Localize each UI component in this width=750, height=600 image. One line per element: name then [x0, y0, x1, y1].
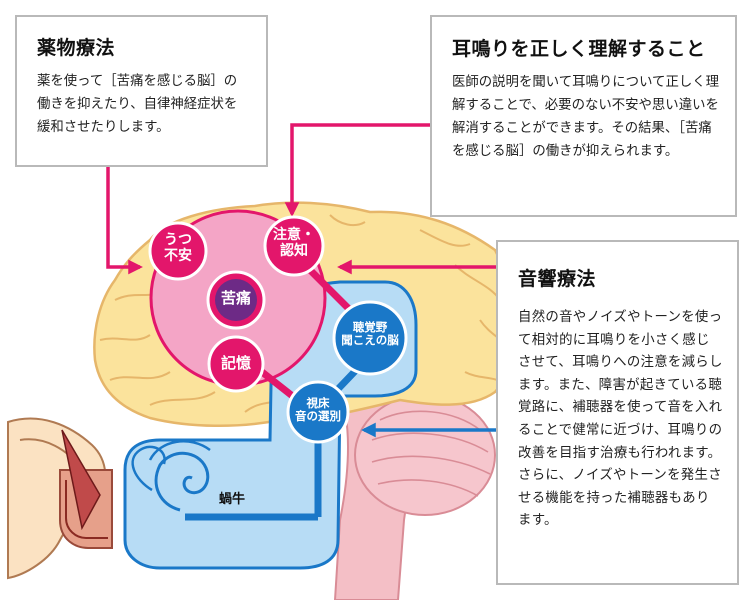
drug-therapy-arrow [106, 167, 143, 275]
memory-label: 記憶 [220, 354, 251, 372]
anxiety-label-line1: うつ [164, 232, 192, 248]
ear [7, 417, 113, 580]
auditory-cortex-label-line2: 聞こえの脳 [341, 332, 399, 347]
sound-therapy-box: 音響療法 自然の音やノイズやトーンを使って相対的に耳鳴りを小さく感じさせて、耳鳴… [496, 240, 739, 585]
sound-therapy-text: 自然の音やノイズやトーンを使って相対的に耳鳴りを小さく感じさせて、耳鳴りへの注意… [518, 310, 723, 529]
attention-node-circle [263, 215, 325, 277]
auditory-cortex-label: 聴覚野 聞こえの脳 [332, 321, 408, 347]
attention-label-line2: 認知 [280, 242, 308, 259]
attention-label: 注意・ 認知 [265, 227, 323, 259]
auditory-cortex-label-line1: 聴覚野 [352, 320, 388, 334]
memory-node-circle [207, 335, 265, 393]
pain-node-inner [215, 279, 257, 321]
thalamus-node-circle [286, 380, 350, 444]
memory-to-thalamus-line [259, 369, 298, 401]
anxiety-label-line2: 不安 [164, 247, 192, 264]
drug-therapy-box: 薬物療法 薬を使って［苦痛を感じる脳］の働きを抑えたり、自律神経症状を緩和させた… [15, 15, 268, 167]
cerebellum [354, 394, 496, 516]
understanding-box: 耳鳴りを正しく理解すること 医師の説明を聞いて耳鳴りについて正しく理解することで… [430, 15, 737, 217]
thalamus-label-line2: 音の選別 [295, 408, 341, 423]
pain-label: 苦痛 [220, 289, 251, 307]
cochlea-shape [131, 440, 211, 512]
thalamus-label: 視床 音の選別 [289, 397, 347, 423]
anxiety-label: うつ 不安 [150, 232, 206, 264]
understanding-text: 医師の説明を聞いて耳鳴りについて正しく理解することで、必要のない不安や思い違いを… [452, 75, 720, 159]
sound-therapy-title: 音響療法 [518, 268, 597, 290]
understanding-title: 耳鳴りを正しく理解すること [452, 38, 706, 60]
attention-label-line1: 注意・ [273, 227, 315, 243]
drug-therapy-text: 薬を使って［苦痛を感じる脳］の働きを抑えたり、自律神経症状を緩和させたりします。 [37, 74, 238, 135]
anxiety-node-circle [148, 221, 208, 281]
understanding-arrow [284, 123, 430, 217]
attention-to-cortex-line [307, 267, 353, 313]
drug-therapy-title: 薬物療法 [37, 37, 116, 59]
thalamus-label-line1: 視床 [306, 396, 330, 410]
cochlea-label: 蝸牛 [218, 492, 245, 507]
auditory-cortex-node-circle [332, 300, 408, 376]
